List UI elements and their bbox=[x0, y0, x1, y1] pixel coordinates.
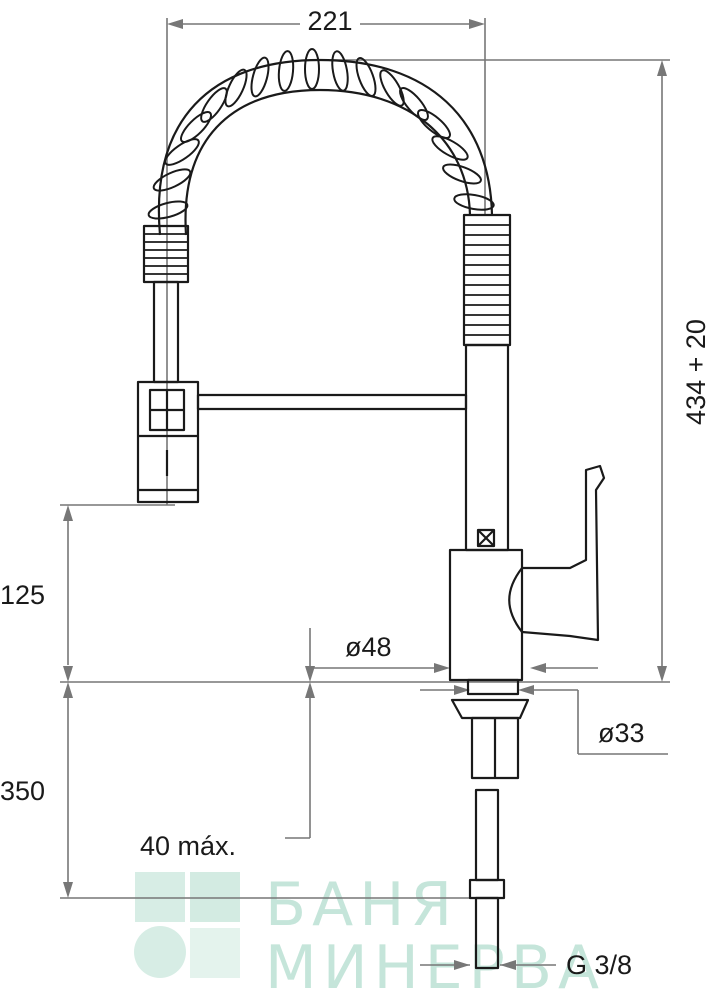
dimension-counter-thickness-label: 40 máx. bbox=[140, 831, 236, 861]
dimension-under-sink-label: 350 bbox=[0, 776, 45, 806]
dimension-hole-diameter-label: ø33 bbox=[598, 718, 645, 748]
dimension-lines bbox=[60, 18, 670, 966]
dimension-arrows bbox=[63, 19, 667, 970]
watermark-line-2: МИНЕРВА bbox=[265, 933, 605, 992]
dimension-width-label: 221 bbox=[307, 6, 352, 36]
watermark-line-1: БАНЯ bbox=[265, 870, 458, 940]
dimension-height-label: 434 + 20 bbox=[681, 319, 711, 425]
dimension-body-diameter-label: ø48 bbox=[345, 632, 392, 662]
dimension-spout-height-label: 125 bbox=[0, 580, 45, 610]
watermark-logo-icon bbox=[134, 872, 240, 978]
watermark: БАНЯ МИНЕРВА bbox=[134, 870, 605, 992]
spring-coils bbox=[147, 48, 495, 220]
faucet-outline bbox=[136, 48, 606, 970]
dimension-connection-label: G 3/8 bbox=[566, 950, 632, 980]
